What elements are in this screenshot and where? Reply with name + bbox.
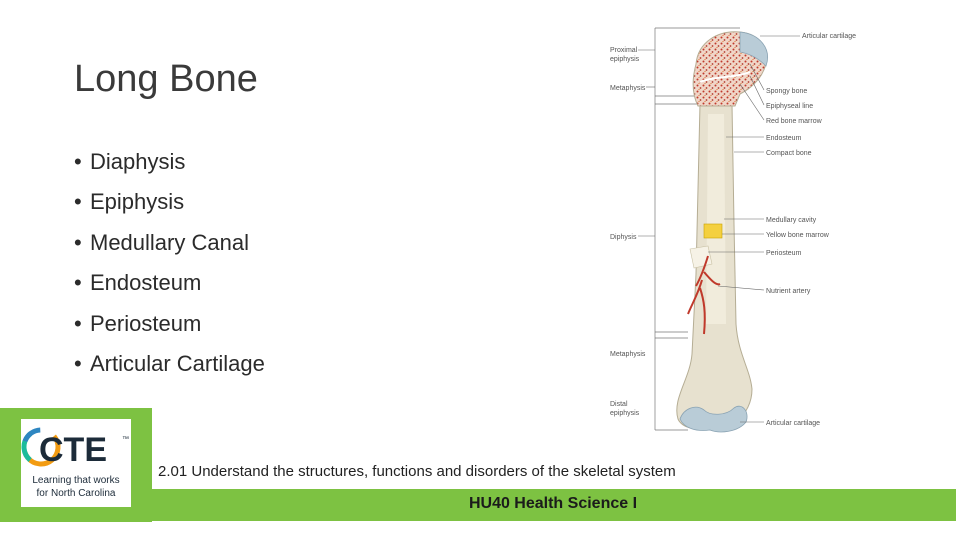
bullet-item: • Periosteum bbox=[74, 308, 265, 348]
label-proximal: Proximal bbox=[610, 47, 638, 54]
label-red-marrow: Red bone marrow bbox=[766, 118, 823, 125]
bullet-glyph: • bbox=[74, 270, 82, 296]
epiphyseal-line bbox=[699, 71, 751, 83]
cte-tagline-2: for North Carolina bbox=[37, 488, 116, 499]
right-leader-lines bbox=[708, 35, 800, 423]
articular-cartilage-bottom bbox=[679, 405, 748, 433]
bullet-item: • Articular Cartilage bbox=[74, 348, 265, 388]
bullet-glyph: • bbox=[74, 189, 82, 215]
articular-cartilage-top bbox=[739, 31, 768, 67]
nutrient-artery bbox=[687, 255, 721, 335]
label-nutrient-artery: Nutrient artery bbox=[766, 288, 811, 295]
cte-tagline-1: Learning that works bbox=[32, 475, 119, 486]
slide-title: Long Bone bbox=[74, 58, 258, 100]
label-articular-top: Articular cartilage bbox=[802, 33, 856, 40]
label-diaphysis: Diphysis bbox=[610, 234, 637, 241]
yellow-marrow bbox=[703, 223, 723, 239]
label-medullary-cavity: Medullary cavity bbox=[766, 217, 817, 224]
label-spongy-bone: Spongy bone bbox=[766, 88, 807, 95]
bullet-text: Articular Cartilage bbox=[90, 350, 265, 376]
footer-bar: HU40 Health Science I bbox=[150, 489, 956, 521]
left-leader-lines bbox=[638, 49, 655, 237]
bullet-glyph: • bbox=[74, 310, 82, 336]
bullet-item: • Medullary Canal bbox=[74, 227, 265, 267]
label-periosteum: Periosteum bbox=[766, 250, 802, 257]
label-articular-bottom: Articular cartilage bbox=[766, 420, 820, 427]
bullet-text: Epiphysis bbox=[90, 189, 185, 215]
bullet-text: Medullary Canal bbox=[90, 229, 249, 255]
course-name: HU40 Health Science I bbox=[468, 495, 638, 512]
label-distal-2: epiphysis bbox=[610, 410, 640, 417]
bullet-list: • Diaphysis • Epiphysis • Medullary Canal •… bbox=[74, 146, 265, 388]
bullet-glyph: • bbox=[74, 350, 82, 376]
cte-logo: CTE ™ Learning that works for North Caro… bbox=[21, 419, 131, 507]
bullet-glyph: • bbox=[74, 149, 82, 174]
label-epiphyseal-line: Epiphyseal line bbox=[766, 103, 813, 110]
bracket-lines bbox=[654, 27, 740, 431]
bullet-item: • Endosteum bbox=[74, 267, 265, 307]
bullet-text: Endosteum bbox=[90, 270, 202, 296]
label-distal: Distal bbox=[610, 401, 628, 408]
label-compact-bone: Compact bone bbox=[766, 150, 812, 157]
bullet-item: • Diaphysis bbox=[74, 146, 265, 186]
long-bone-diagram: Proximal epiphysis Metaphysis Diphysis M… bbox=[610, 27, 856, 433]
standard-subtitle: 2.01 Understand the structures, function… bbox=[158, 463, 676, 480]
bullet-glyph: • bbox=[74, 229, 82, 255]
cte-logo-mark: CTE ™ Learning that works for North Caro… bbox=[21, 427, 129, 499]
label-metaphysis-top: Metaphysis bbox=[610, 85, 646, 92]
medullary-cavity bbox=[706, 114, 726, 324]
label-proximal-2: epiphysis bbox=[610, 56, 640, 63]
cte-wordmark: CTE bbox=[39, 431, 107, 469]
cte-trademark: ™ bbox=[122, 436, 129, 443]
bullet-item: • Epiphysis bbox=[74, 186, 265, 226]
bullet-text: Diaphysis bbox=[90, 149, 186, 174]
bullet-text: Periosteum bbox=[90, 310, 202, 336]
label-yellow-marrow: Yellow bone marrow bbox=[766, 232, 830, 239]
label-metaphysis-bottom: Metaphysis bbox=[610, 351, 646, 358]
label-endosteum: Endosteum bbox=[766, 135, 802, 142]
